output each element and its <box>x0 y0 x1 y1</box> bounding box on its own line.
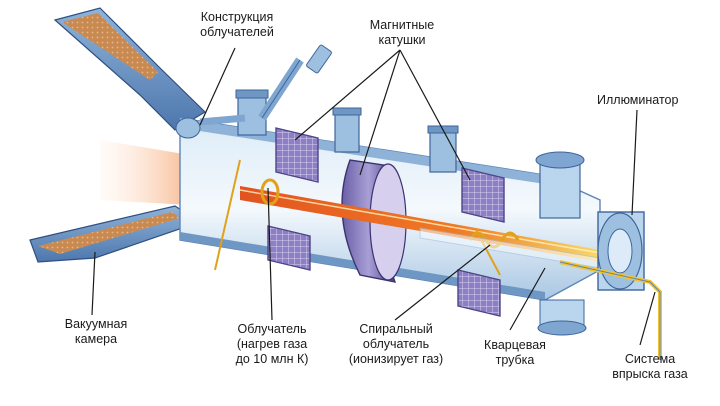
label-magnetic-coils-line2: катушки <box>378 33 426 47</box>
label-antenna-line2: (нагрев газа <box>236 337 308 351</box>
label-gas-injection-line2: впрыска газа <box>612 367 688 381</box>
illuminator-assembly <box>537 211 645 336</box>
label-magnetic-coils: Магнитные катушки <box>352 18 452 48</box>
label-feed-structure-line2: облучателей <box>200 25 274 39</box>
label-feed-structure: Конструкция облучателей <box>178 10 296 40</box>
label-vacuum-chamber-line1: Вакуумная <box>64 317 128 331</box>
label-illuminator: Иллюминатор <box>597 93 678 108</box>
magnetic-coil-1 <box>267 127 319 271</box>
label-quartz-tube: Кварцевая трубка <box>472 338 558 368</box>
label-helical-antenna: Спиральный облучатель (ионизирует газ) <box>340 322 452 367</box>
antenna-heater <box>214 159 280 271</box>
label-quartz-tube-line2: трубка <box>495 353 535 367</box>
label-antenna: Облучатель (нагрев газа до 10 млн К) <box>222 322 322 367</box>
label-quartz-tube-line1: Кварцевая <box>484 338 546 352</box>
feed-structure <box>175 44 332 139</box>
label-helical-antenna-line3: (ионизирует газ) <box>348 352 444 366</box>
label-antenna-line1: Облучатель <box>237 322 307 336</box>
leader-lines <box>91 47 656 346</box>
label-helical-antenna-line2: облучатель <box>362 337 430 351</box>
label-helical-antenna-line1: Спиральный <box>359 322 433 336</box>
label-antenna-line3: до 10 млн К) <box>235 352 309 366</box>
label-gas-injection: Система впрыска газа <box>600 352 700 382</box>
label-feed-structure-line1: Конструкция <box>200 10 274 24</box>
label-magnetic-coils-line1: Магнитные <box>369 18 435 32</box>
upper-flanges <box>235 89 585 219</box>
nozzle-lower <box>29 205 202 263</box>
nozzle-upper <box>53 7 206 131</box>
magnetic-coil-2 <box>457 167 505 317</box>
label-vacuum-chamber: Вакуумная камера <box>52 317 140 347</box>
label-vacuum-chamber-line2: камера <box>74 332 118 346</box>
label-illuminator-line1: Иллюминатор <box>597 93 679 107</box>
label-gas-injection-line1: Система <box>624 352 676 366</box>
